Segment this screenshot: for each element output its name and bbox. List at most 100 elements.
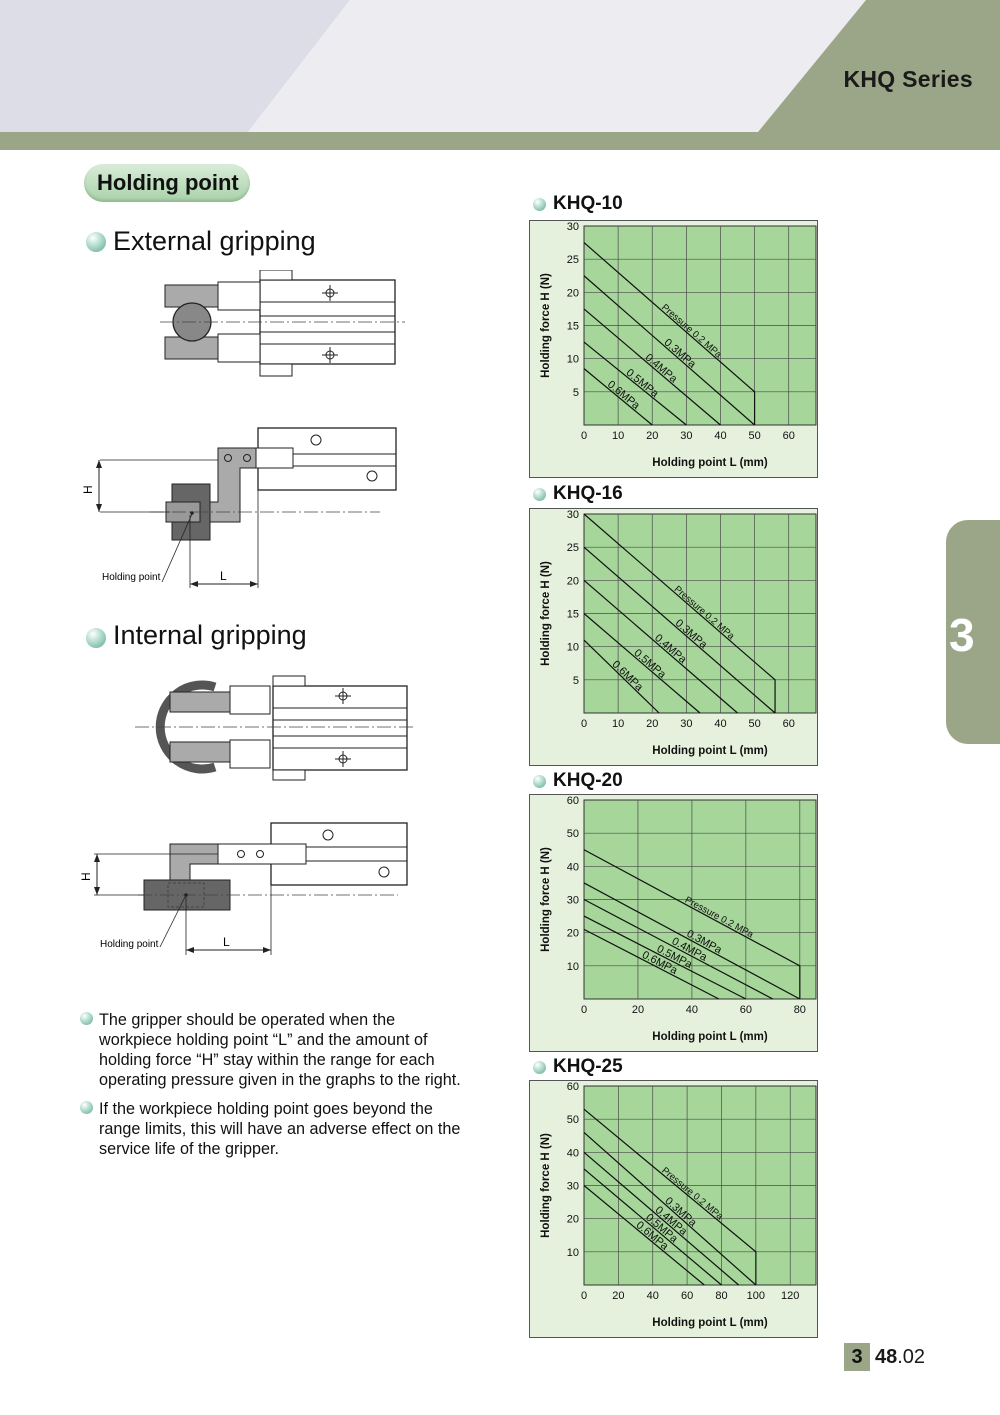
x-tick-label: 20 <box>646 430 658 442</box>
y-tick-label: 5 <box>573 387 579 399</box>
x-tick-label: 80 <box>794 1004 806 1016</box>
y-tick-label: 25 <box>567 254 579 266</box>
series-line <box>583 1185 705 1286</box>
y-tick-label: 50 <box>567 828 579 840</box>
bullet-icon <box>533 1061 546 1074</box>
bullet-icon <box>533 488 546 501</box>
y-tick-label: 60 <box>567 795 579 807</box>
y-axis-label: Holding force H (N) <box>540 561 552 666</box>
series-line <box>583 1151 740 1286</box>
x-tick-label: 20 <box>612 1290 624 1302</box>
internal-gripping-heading: Internal gripping <box>113 620 307 650</box>
x-tick-label: 120 <box>781 1290 799 1302</box>
external-gripping-heading: External gripping <box>113 226 316 256</box>
y-tick-label: 25 <box>567 542 579 554</box>
header-banner <box>0 0 1000 150</box>
x-tick-label: 60 <box>783 718 795 730</box>
y-tick-label: 30 <box>567 221 579 233</box>
x-tick-label: 50 <box>748 718 760 730</box>
h-label: H <box>81 485 95 494</box>
x-tick-label: 0 <box>581 1004 587 1016</box>
chart-title-khq-20: KHQ-20 <box>553 770 623 791</box>
x-tick-label: 100 <box>747 1290 765 1302</box>
y-tick-label: 20 <box>567 287 579 299</box>
series-line <box>583 639 660 714</box>
y-tick-label: 10 <box>567 354 579 366</box>
y-tick-label: 10 <box>567 961 579 973</box>
x-tick-label: 40 <box>686 1004 698 1016</box>
x-tick-label: 60 <box>783 430 795 442</box>
y-tick-label: 30 <box>567 509 579 521</box>
y-tick-label: 30 <box>567 895 579 907</box>
x-tick-label: 0 <box>581 718 587 730</box>
y-tick-label: 30 <box>567 1181 579 1193</box>
x-tick-label: 40 <box>714 718 726 730</box>
external-gripping-top-view <box>160 270 405 377</box>
x-tick-label: 10 <box>612 430 624 442</box>
series-line <box>583 275 755 426</box>
section-heading: Holding point <box>84 164 250 202</box>
series-line <box>583 513 776 713</box>
series-line <box>583 849 801 999</box>
bullet-icon <box>533 198 546 211</box>
bullet-icon <box>533 775 546 788</box>
bullet-icon <box>86 628 106 648</box>
y-tick-label: 15 <box>567 321 579 333</box>
x-tick-label: 20 <box>646 718 658 730</box>
holding-point-label: Holding point <box>100 939 159 950</box>
x-tick-label: 30 <box>680 718 692 730</box>
bullet-icon <box>86 232 106 252</box>
x-axis-label: Holding point L (mm) <box>652 1317 768 1329</box>
series-line <box>583 242 756 425</box>
x-axis-label: Holding point L (mm) <box>652 745 768 757</box>
x-tick-label: 20 <box>632 1004 644 1016</box>
series-title: KHQ Series <box>843 66 973 92</box>
series-line <box>583 1168 722 1286</box>
chapter-tab[interactable]: 3 <box>946 520 1000 744</box>
y-tick-label: 15 <box>567 609 579 621</box>
l-label: L <box>223 935 230 949</box>
y-tick-label: 20 <box>567 575 579 587</box>
x-axis-label: Holding point L (mm) <box>652 1031 768 1043</box>
y-tick-label: 50 <box>567 1114 579 1126</box>
bullet-icon <box>80 1101 93 1114</box>
h-label: H <box>79 872 93 881</box>
internal-gripping-top-view <box>135 675 415 781</box>
internal-gripping-side-view: H L Holding point <box>79 822 408 955</box>
series-line <box>583 928 720 1000</box>
note-operating-range: The gripper should be operated when the … <box>99 1011 461 1089</box>
y-tick-label: 5 <box>573 675 579 687</box>
l-label: L <box>220 569 227 583</box>
series-line <box>583 1108 757 1285</box>
series-line <box>583 613 701 714</box>
x-tick-label: 80 <box>715 1290 727 1302</box>
x-tick-label: 0 <box>581 430 587 442</box>
series-line <box>583 1131 757 1286</box>
holding-point-label: Holding point <box>102 572 161 583</box>
y-axis-label: Holding force H (N) <box>540 1133 552 1238</box>
series-line <box>583 898 774 1000</box>
series-line <box>583 308 721 426</box>
series-line <box>583 579 738 714</box>
section-title: Holding point <box>97 170 239 195</box>
y-axis-label: Holding force H (N) <box>540 847 552 952</box>
x-tick-label: 0 <box>581 1290 587 1302</box>
chart-title-khq-25: KHQ-25 <box>553 1056 623 1077</box>
x-tick-label: 60 <box>740 1004 752 1016</box>
series-line <box>583 915 747 1000</box>
series-line <box>583 341 687 426</box>
series-line <box>583 546 776 714</box>
x-tick-label: 50 <box>748 430 760 442</box>
bullet-icon <box>80 1012 93 1025</box>
y-tick-label: 40 <box>567 1147 579 1159</box>
x-tick-label: 40 <box>647 1290 659 1302</box>
chart-title-khq-10: KHQ-10 <box>553 193 623 214</box>
x-tick-label: 30 <box>680 430 692 442</box>
chapter-tab-number: 3 <box>949 609 975 661</box>
chart-title-khq-16: KHQ-16 <box>553 483 623 504</box>
x-tick-label: 60 <box>681 1290 693 1302</box>
